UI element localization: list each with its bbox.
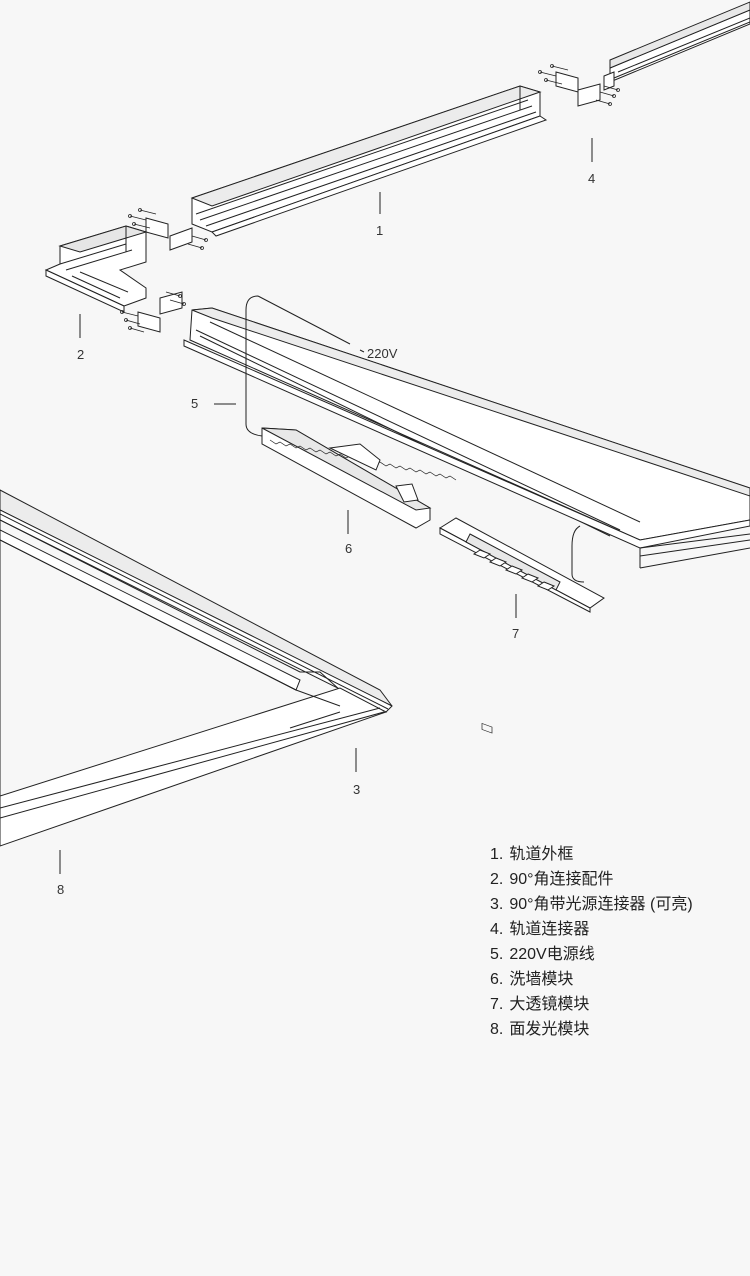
legend-item: 3.90°角带光源连接器 (可亮): [490, 896, 693, 913]
connector-bracket-left-bottom: [120, 291, 186, 333]
connector-bracket-top-right: [538, 64, 620, 107]
callout-2: 2: [77, 347, 85, 362]
callout-6: 6: [345, 541, 353, 556]
power-wire: [245, 295, 365, 437]
legend-item: 4.轨道连接器: [490, 921, 590, 938]
legend-item: 2.90°角连接配件: [490, 871, 614, 888]
legend-item: 7.大透镜模块: [490, 996, 590, 1013]
large-lens-module-part-7: [439, 517, 605, 734]
track-connector-rail-top-right: [603, 1, 750, 91]
callout-5: 5: [191, 396, 199, 411]
legend-item: 1.轨道外框: [490, 846, 574, 863]
callout-8: 8: [57, 882, 65, 897]
connector-bracket-left-top: [128, 208, 208, 251]
power-rail-part-5: [183, 307, 750, 569]
corner-connector-part-2: [44, 225, 148, 313]
corner-frame-part-3-and-8: [0, 489, 393, 847]
parts-legend: 1.轨道外框 2.90°角连接配件 3.90°角带光源连接器 (可亮) 4.轨道…: [490, 842, 693, 1042]
callout-7: 7: [512, 626, 520, 641]
legend-item: 8.面发光模块: [490, 1021, 590, 1038]
callout-4: 4: [588, 171, 596, 186]
callout-1: 1: [376, 223, 384, 238]
track-frame-part-1: [190, 85, 548, 237]
legend-item: 6.洗墙模块: [490, 971, 574, 988]
legend-item: 5.220V电源线: [490, 946, 595, 963]
callout-3: 3: [353, 782, 361, 797]
callout-voltage: 220V: [367, 346, 398, 361]
wall-washer-module-part-6: [261, 427, 457, 529]
